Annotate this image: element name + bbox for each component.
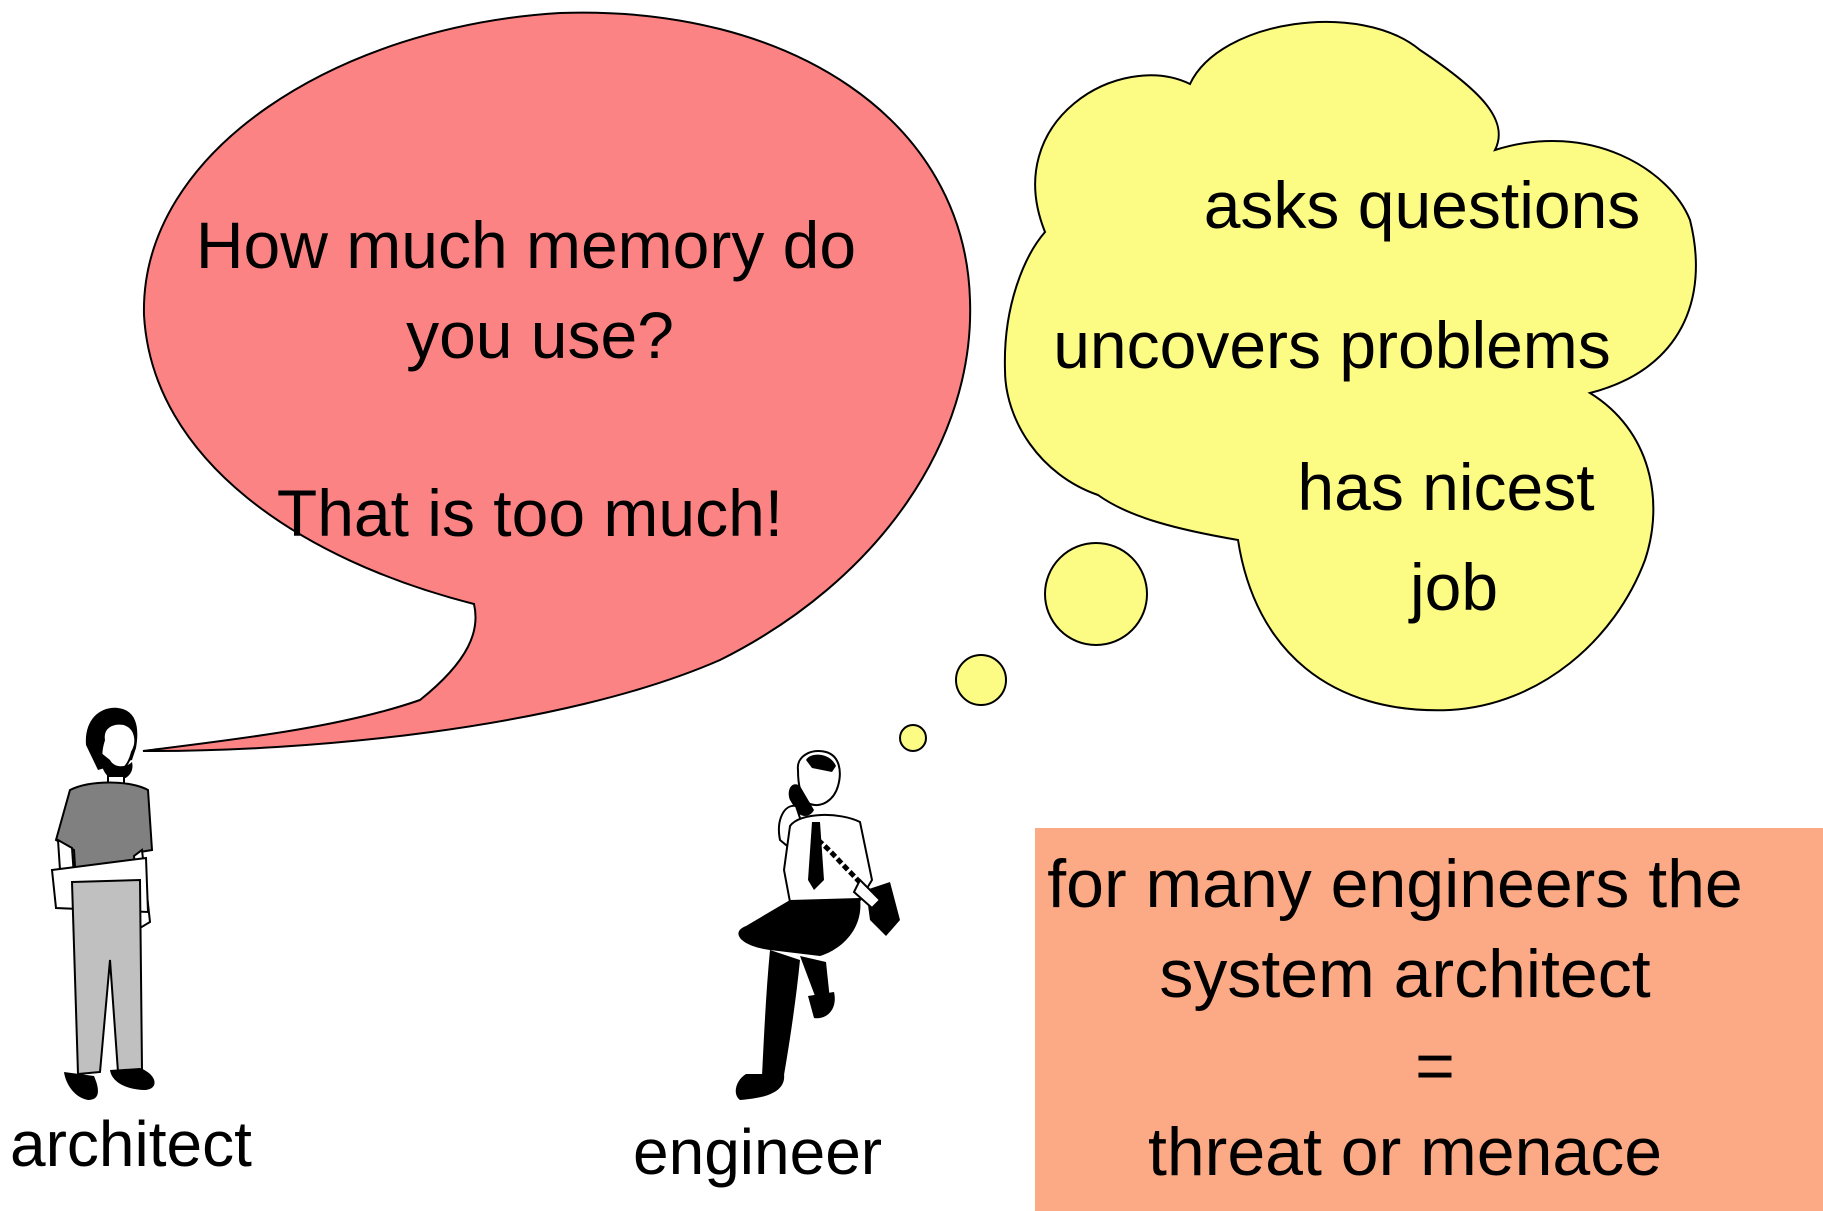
thought-dot-medium bbox=[955, 654, 1007, 706]
architect-label: architect bbox=[10, 1108, 252, 1180]
thought-dot-large bbox=[1044, 542, 1148, 646]
engineer-label: engineer bbox=[633, 1116, 883, 1188]
verdict-line-4: threat or menace bbox=[1147, 1114, 1663, 1190]
verdict-line-2: system architect bbox=[1159, 936, 1651, 1012]
thought-cloud bbox=[1003, 20, 1697, 712]
speech-bubble bbox=[142, 11, 972, 753]
verdict-box bbox=[1035, 828, 1823, 1211]
thought-line-1: asks questions bbox=[1203, 168, 1641, 242]
speech-line-1: How much memory do bbox=[195, 208, 857, 282]
seated-man-on-phone-icon bbox=[735, 750, 900, 1100]
thought-line-3: has nicest bbox=[1297, 450, 1595, 524]
verdict-line-1: for many engineers the bbox=[1047, 846, 1743, 922]
speech-line-3: That is too much! bbox=[276, 476, 784, 550]
speech-line-2: you use? bbox=[406, 298, 674, 372]
thought-dot-small bbox=[899, 724, 927, 752]
thought-line-2: uncovers problems bbox=[1053, 308, 1611, 382]
verdict-line-3: = bbox=[1415, 1028, 1455, 1104]
thought-line-4: job bbox=[1409, 550, 1499, 624]
standing-man-with-folder-icon bbox=[50, 707, 155, 1100]
